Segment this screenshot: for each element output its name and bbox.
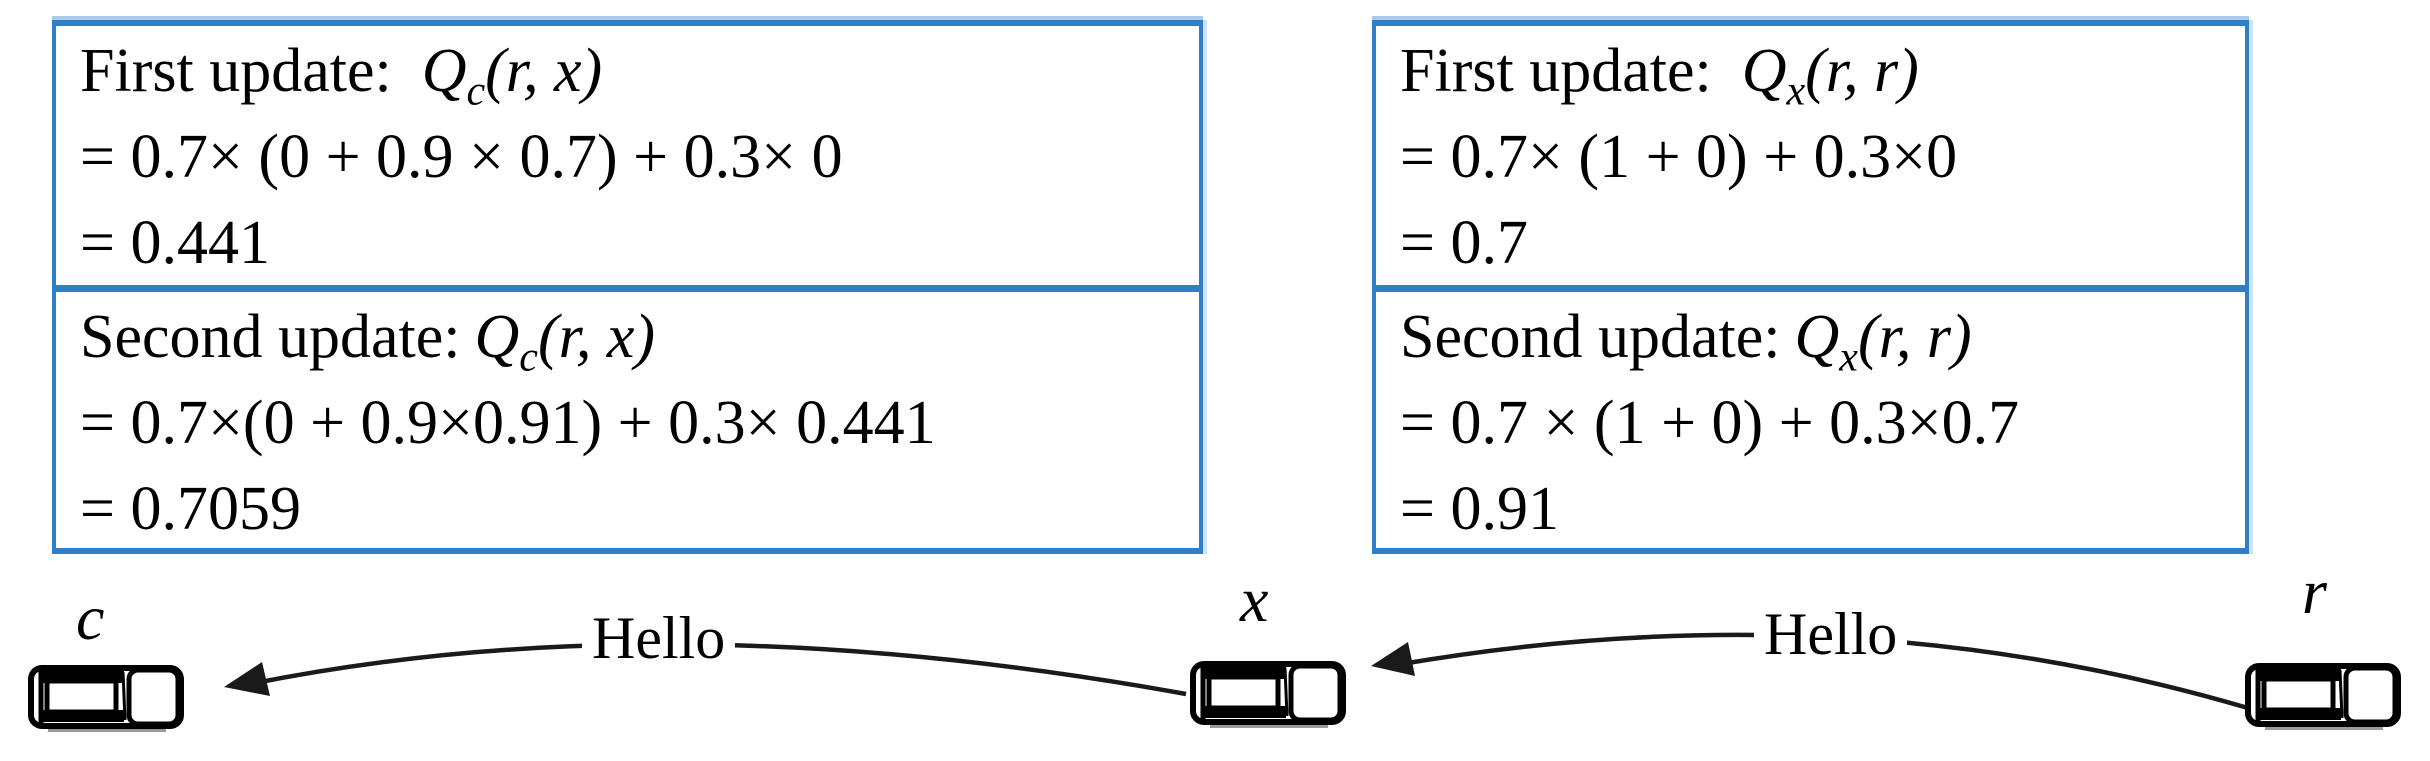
update-title-text: Second update:: [80, 303, 461, 371]
update-equation: = 0.7 × (1 + 0) + 0.3×0.7: [1400, 389, 2020, 457]
arrowhead-to-x: [1371, 642, 1415, 676]
hello-message-label-right: Hello: [1754, 602, 1908, 666]
q-function-expression: Qc(r, x): [421, 37, 603, 112]
update-title: First update: Qx(r, r): [1400, 28, 2245, 114]
q-arguments: (r, r): [1857, 303, 1972, 371]
update-title-text: First update:: [80, 37, 392, 105]
q-symbol: Q: [1741, 37, 1787, 105]
update-result: = 0.441: [80, 209, 270, 277]
update-equation: = 0.7×(0 + 0.9×0.91) + 0.3× 0.441: [80, 389, 936, 457]
update-result: = 0.7059: [80, 475, 301, 543]
q-symbol: Q: [421, 37, 467, 105]
q-arguments: (r, x): [537, 303, 656, 371]
car-icon-c: [28, 665, 184, 732]
second-update-cell-x: Second update:Qx(r, r) = 0.7 × (1 + 0) +…: [1376, 285, 2245, 544]
q-subscript: c: [519, 334, 538, 381]
update-title-text: Second update:: [1400, 303, 1781, 371]
first-update-cell-c: First update: Qc(r, x) = 0.7× (0 + 0.9 × …: [56, 26, 1199, 285]
arrowhead-to-c: [224, 662, 270, 696]
q-update-box-x: First update:Qx(r, r) = 0.7× (1 + 0) + 0…: [1372, 20, 2249, 554]
q-arguments: (r, r): [1805, 37, 1919, 105]
vehicle-label-c: c: [76, 582, 105, 653]
vehicle-label-r: r: [2302, 556, 2327, 627]
update-equation: = 0.7× (1 + 0) + 0.3×0: [1400, 123, 1958, 191]
q-symbol: Q: [1794, 303, 1840, 371]
second-update-cell-c: Second update:Qc(r, x) = 0.7×(0 + 0.9×0.…: [56, 285, 1199, 544]
q-update-box-c: First update:Qc(r, x) = 0.7× (0 + 0.9 × …: [52, 20, 1203, 554]
update-title-text: First update:: [1400, 37, 1712, 105]
car-icon-r: [2245, 663, 2401, 730]
q-subscript: x: [1839, 334, 1858, 381]
q-symbol: Q: [474, 303, 520, 371]
update-title: First update: Qc(r, x): [80, 28, 1199, 114]
first-update-cell-x: First update: Qx(r, r) = 0.7× (1 + 0) + 0…: [1376, 26, 2245, 285]
q-function-expression: Qx(r, r): [1794, 303, 1972, 378]
q-subscript: c: [466, 68, 486, 115]
update-result: = 0.7: [1400, 209, 1528, 277]
car-icon-x: [1190, 661, 1346, 728]
update-title: Second update:Qx(r, r): [1400, 294, 2245, 380]
q-subscript: x: [1786, 68, 1806, 115]
update-result: = 0.91: [1400, 475, 1559, 543]
vehicle-label-x: x: [1240, 564, 1269, 635]
update-equation: = 0.7× (0 + 0.9 × 0.7) + 0.3× 0: [80, 123, 843, 191]
q-arguments: (r, x): [485, 37, 603, 105]
q-function-expression: Qc(r, x): [474, 303, 656, 378]
hello-message-label-left: Hello: [582, 606, 736, 670]
update-title: Second update:Qc(r, x): [80, 294, 1199, 380]
q-function-expression: Qx(r, r): [1741, 37, 1919, 112]
